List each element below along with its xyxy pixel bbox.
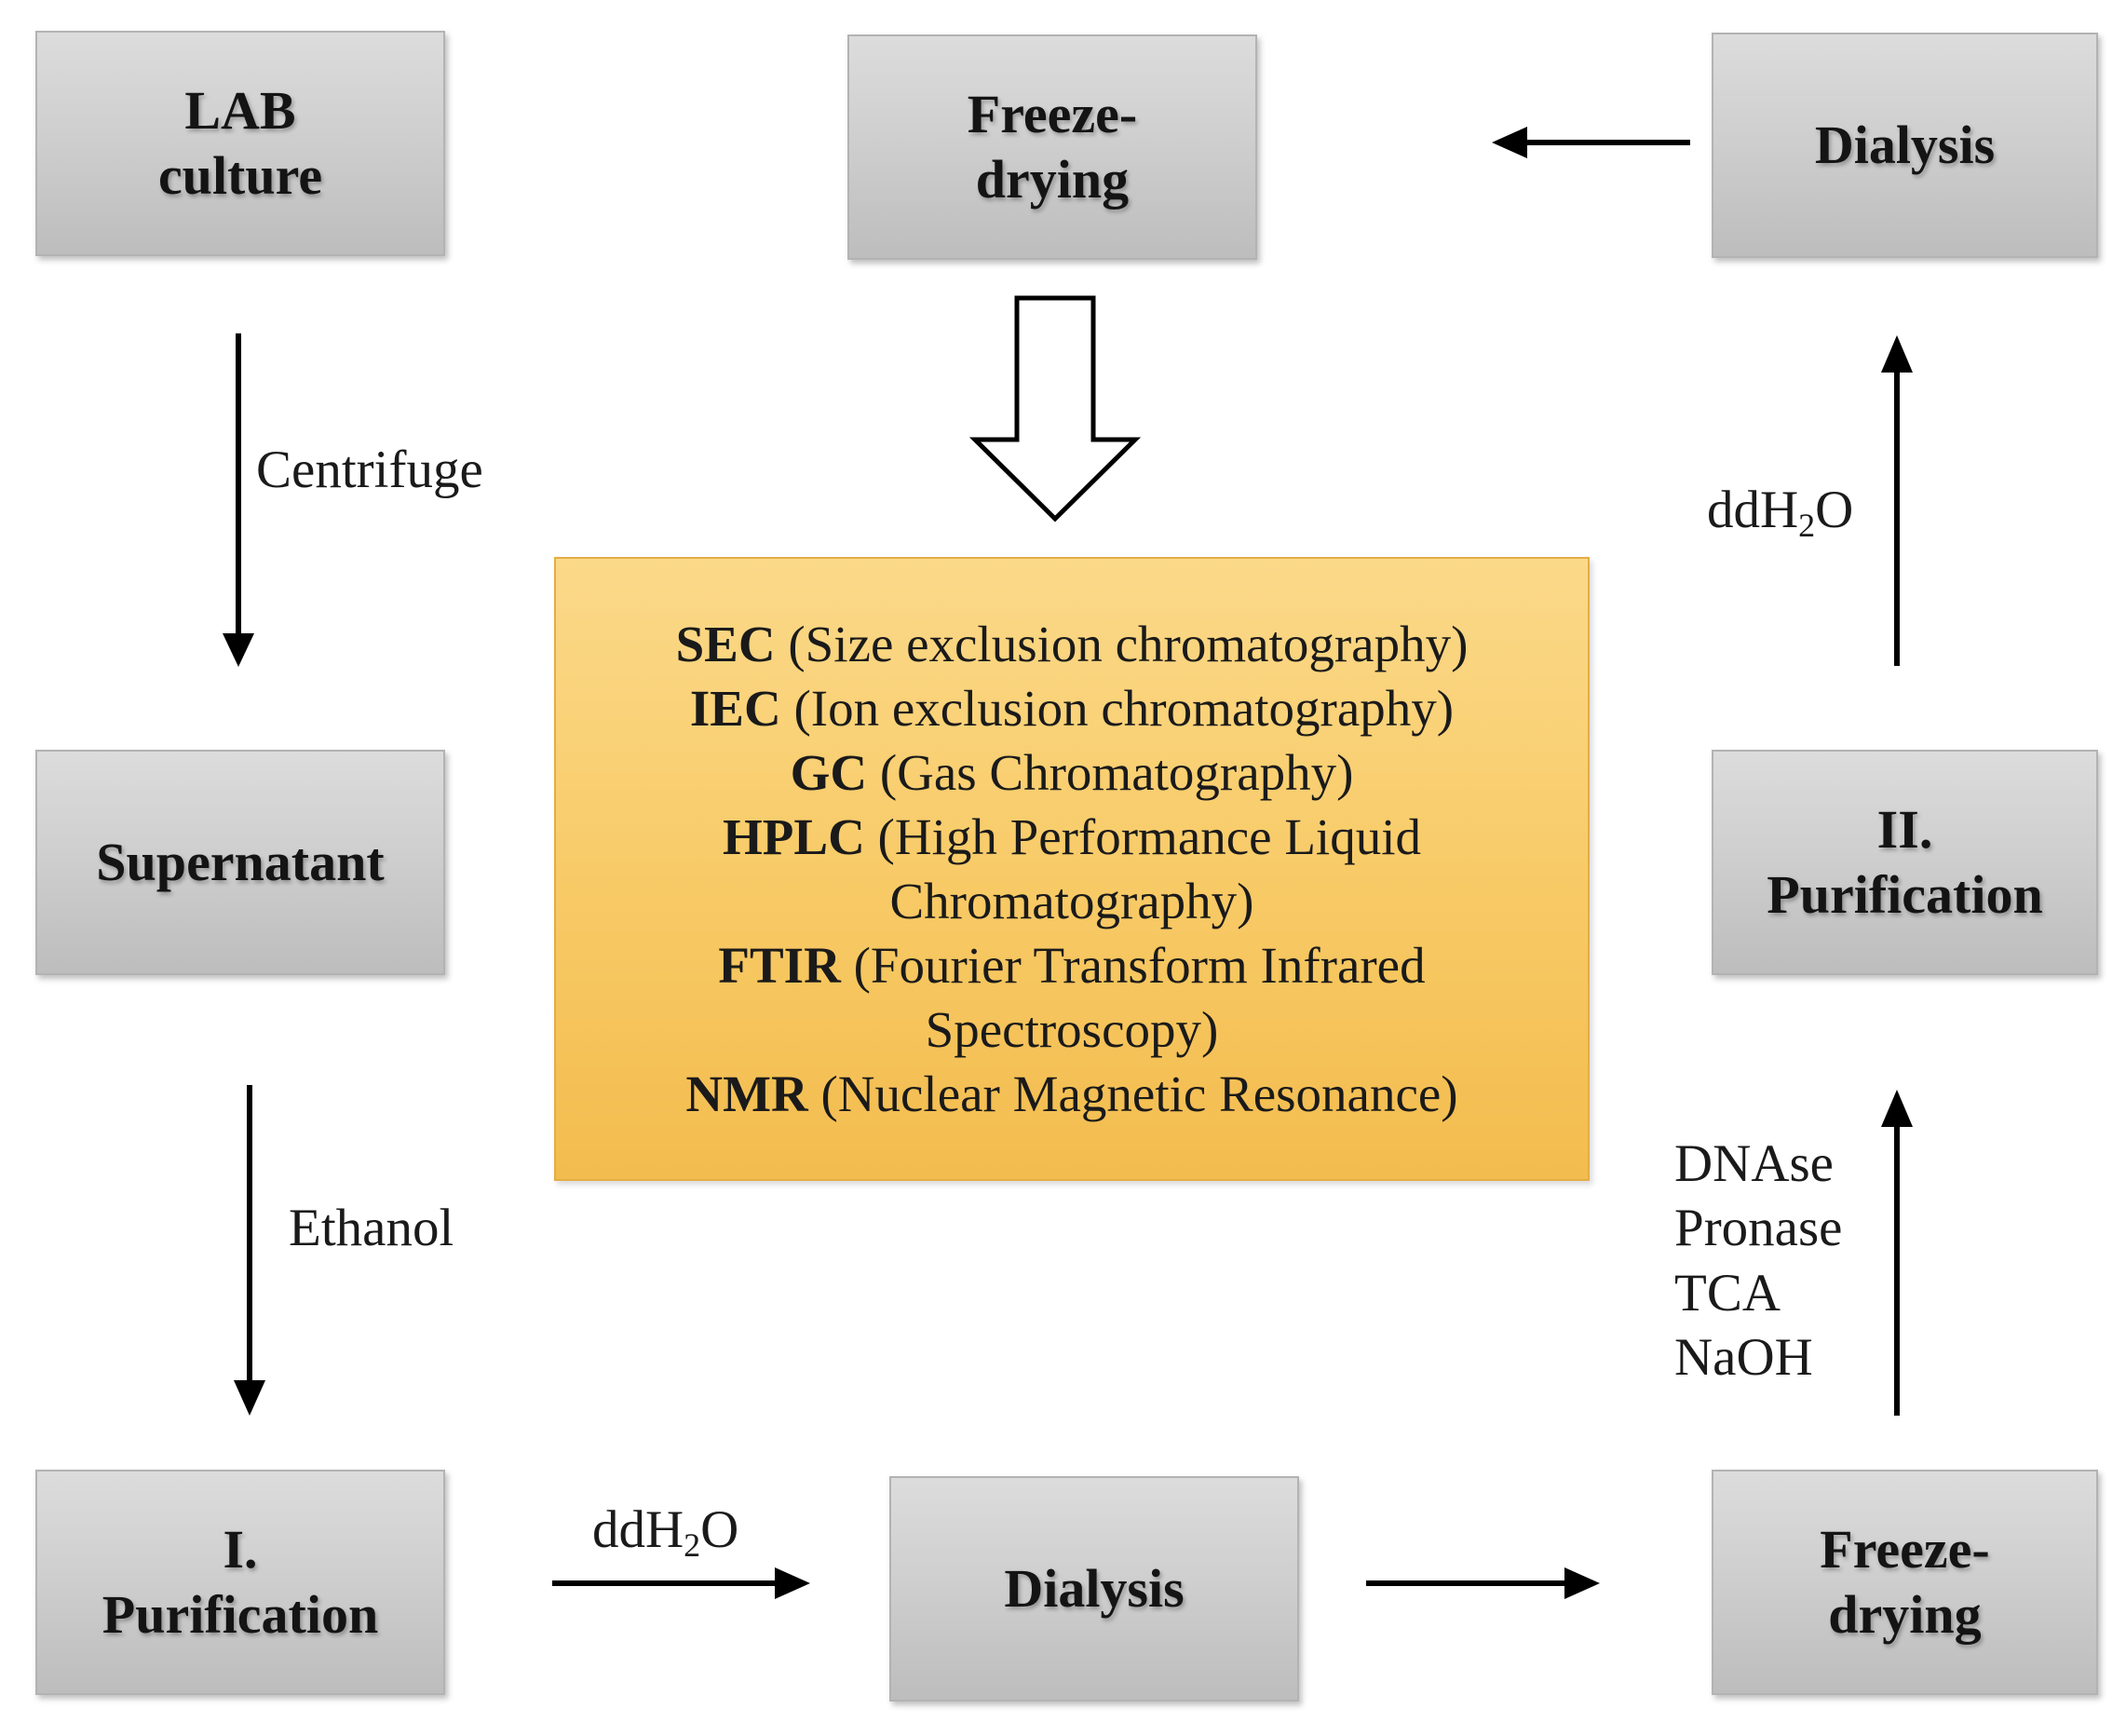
method-desc: (Fourier Transform Infrared — [840, 937, 1426, 994]
step-freeze-drying-top-label: Freeze- drying — [967, 84, 1138, 210]
step-lab-culture-label: LAB culture — [157, 80, 323, 206]
arrowhead — [234, 1380, 265, 1416]
ddh2o-subscript: 2 — [1798, 507, 1816, 544]
step-dialysis-bottom-label: Dialysis — [1004, 1558, 1185, 1619]
method-desc: (High Performance Liquid — [864, 808, 1421, 865]
method-abbr: IEC — [689, 680, 781, 737]
arrowhead — [1492, 127, 1527, 158]
method-line: NMR (Nuclear Magnetic Resonance) — [685, 1062, 1457, 1126]
ddh2o-tail: O — [700, 1500, 739, 1559]
arrowhead — [775, 1567, 810, 1599]
step-purification-2: II. Purification — [1712, 750, 2098, 975]
step-freeze-drying-top: Freeze- drying — [847, 34, 1257, 260]
label-centrifuge: Centrifuge — [256, 441, 483, 499]
ddh2o-main: ddH — [592, 1500, 684, 1559]
step-freeze-drying-bottom: Freeze- drying — [1712, 1470, 2098, 1695]
method-abbr: NMR — [685, 1065, 808, 1122]
method-abbr: GC — [790, 744, 868, 801]
reagent-item: NaOH — [1674, 1328, 1813, 1387]
step-dialysis-bottom: Dialysis — [889, 1476, 1299, 1702]
reagent-item: DNAse — [1674, 1134, 1834, 1193]
step-freeze-drying-bottom-label: Freeze- drying — [1820, 1519, 1990, 1645]
method-line: SEC (Size exclusion chromatography) — [676, 612, 1469, 676]
step-purification-1: I. Purification — [35, 1470, 445, 1695]
method-abbr: HPLC — [723, 808, 865, 865]
method-desc: (Nuclear Magnetic Resonance) — [807, 1065, 1458, 1122]
arrowhead — [1881, 335, 1913, 373]
arrowhead — [223, 633, 254, 667]
method-abbr: SEC — [675, 616, 776, 672]
block-arrow-to-analysis — [968, 295, 1142, 522]
step-dialysis-top: Dialysis — [1712, 33, 2098, 258]
step-lab-culture: LAB culture — [35, 31, 445, 256]
arrowhead — [1564, 1567, 1600, 1599]
reagent-item: TCA — [1674, 1264, 1781, 1322]
method-desc: (Ion exclusion chromatography) — [780, 680, 1455, 737]
method-line: IEC (Ion exclusion chromatography) — [690, 676, 1454, 740]
method-line: FTIR (Fourier Transform Infrared — [718, 933, 1425, 997]
label-ddh2o-bottom: ddH2O — [592, 1498, 738, 1562]
step-purification-2-label: II. Purification — [1767, 799, 2043, 925]
step-purification-1-label: I. Purification — [102, 1519, 379, 1645]
method-desc: (Gas Chromatography) — [867, 744, 1354, 801]
ddh2o-tail: O — [1815, 481, 1854, 539]
arrowhead — [1881, 1090, 1913, 1127]
ddh2o-subscript: 2 — [684, 1526, 701, 1564]
label-ethanol: Ethanol — [289, 1199, 454, 1257]
label-ddh2o-right: ddH2O — [1707, 478, 1853, 542]
analysis-methods-box: SEC (Size exclusion chromatography) IEC … — [554, 557, 1590, 1181]
method-line: HPLC (High Performance Liquid — [723, 805, 1421, 869]
reagent-item: Pronase — [1674, 1199, 1843, 1257]
step-supernatant-label: Supernatant — [96, 832, 385, 892]
step-dialysis-top-label: Dialysis — [1814, 115, 1996, 175]
method-desc: (Size exclusion chromatography) — [775, 616, 1469, 672]
method-line: Spectroscopy) — [926, 997, 1219, 1062]
method-line: Chromatography) — [889, 869, 1253, 933]
ddh2o-main: ddH — [1707, 481, 1799, 539]
method-desc: Spectroscopy) — [925, 1001, 1219, 1058]
step-supernatant: Supernatant — [35, 750, 445, 975]
method-abbr: FTIR — [718, 937, 841, 994]
method-desc: Chromatography) — [889, 873, 1254, 929]
method-line: GC (Gas Chromatography) — [791, 740, 1354, 805]
